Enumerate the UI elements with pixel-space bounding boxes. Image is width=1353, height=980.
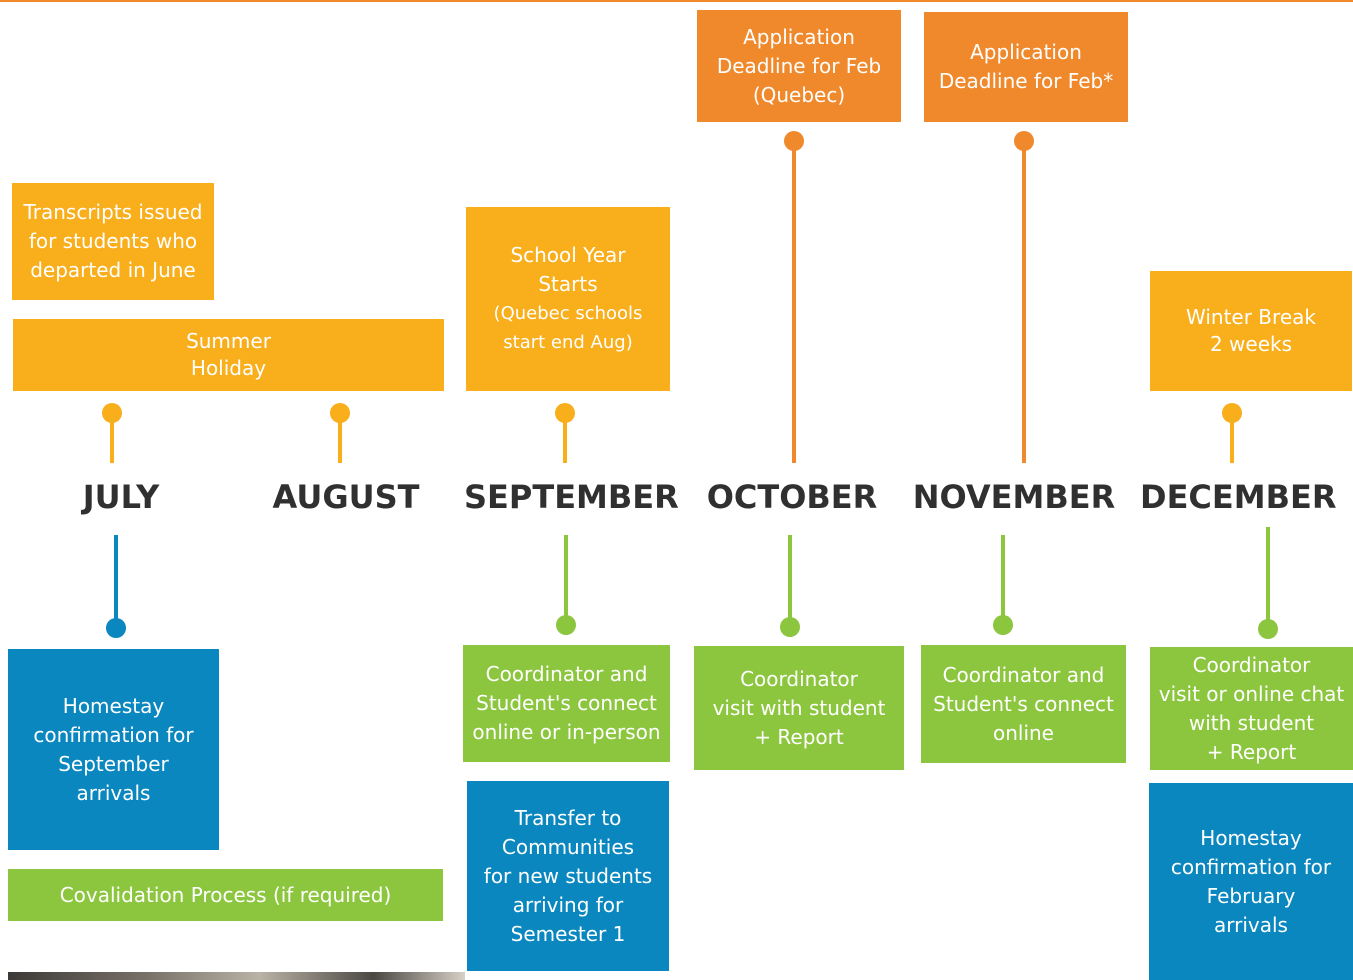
october-visit-text: Coordinator visit with student + Report <box>712 666 886 749</box>
december-homestay-text: Homestay confirmation for February arriv… <box>1170 825 1332 937</box>
month-december: DECEMBER <box>1140 478 1337 516</box>
month-august: AUGUST <box>272 478 420 516</box>
september-connect-text: Coordinator and Student's connect online… <box>472 662 661 744</box>
summer-holiday-box: Summer Holiday <box>13 319 444 391</box>
november-connect-box: Coordinator and Student's connect online <box>921 645 1126 763</box>
october-upper-dot <box>784 131 804 151</box>
winter-break-text: Winter Break 2 weeks <box>1186 305 1316 356</box>
december-homestay-box: Homestay confirmation for February arriv… <box>1149 783 1353 980</box>
november-deadline-box: Application Deadline for Feb* <box>924 12 1128 122</box>
july-upper-dot <box>102 403 122 423</box>
december-upper-dot <box>1222 403 1242 423</box>
december-upper-connector <box>1230 413 1234 463</box>
october-deadline-text: Application Deadline for Feb (Quebec) <box>716 24 882 107</box>
october-visit-box: Coordinator visit with student + Report <box>694 646 904 770</box>
month-july: JULY <box>82 478 160 516</box>
september-lower-connector <box>564 535 568 620</box>
covalidation-text: Covalidation Process (if required) <box>59 882 392 907</box>
july-lower-connector <box>114 535 118 620</box>
month-november: NOVEMBER <box>912 478 1116 516</box>
october-lower-dot <box>780 617 800 637</box>
august-upper-dot <box>330 403 350 423</box>
october-upper-connector <box>792 141 796 463</box>
october-lower-connector <box>788 535 792 620</box>
covalidation-box: Covalidation Process (if required) <box>8 869 443 921</box>
summer-holiday-text: Summer Holiday <box>186 329 271 380</box>
december-visit-box: Coordinator visit or online chat with st… <box>1150 647 1353 770</box>
september-transfer-text: Transfer to Communities for new students… <box>483 805 653 946</box>
school-year-title: School Year Starts <box>510 243 626 296</box>
october-deadline-box: Application Deadline for Feb (Quebec) <box>697 10 901 122</box>
november-connect-text: Coordinator and Student's connect online <box>933 662 1114 745</box>
month-september: SEPTEMBER <box>464 478 679 516</box>
july-homestay-box: Homestay confirmation for September arri… <box>8 649 219 850</box>
november-lower-dot <box>993 615 1013 635</box>
august-upper-connector <box>338 413 342 463</box>
december-lower-dot <box>1258 619 1278 639</box>
bottom-photo-strip <box>8 972 465 980</box>
month-october: OCTOBER <box>706 478 878 516</box>
september-upper-connector <box>563 413 567 463</box>
september-connect-box: Coordinator and Student's connect online… <box>463 645 670 762</box>
top-accent-bar <box>0 0 1353 2</box>
school-year-note: (Quebec schools start end Aug) <box>493 303 643 353</box>
november-upper-dot <box>1014 131 1034 151</box>
winter-break-box: Winter Break 2 weeks <box>1150 271 1352 391</box>
july-homestay-text: Homestay confirmation for September arri… <box>33 693 194 805</box>
september-lower-dot <box>556 615 576 635</box>
transcripts-text: Transcripts issued for students who depa… <box>23 200 203 282</box>
school-year-box: School Year Starts (Quebec schools start… <box>466 207 670 391</box>
september-upper-dot <box>555 403 575 423</box>
transcripts-box: Transcripts issued for students who depa… <box>12 183 214 300</box>
november-deadline-text: Application Deadline for Feb* <box>938 40 1114 93</box>
september-transfer-box: Transfer to Communities for new students… <box>467 781 669 971</box>
december-visit-text: Coordinator visit or online chat with st… <box>1158 652 1345 764</box>
july-lower-dot <box>106 618 126 638</box>
november-lower-connector <box>1001 535 1005 620</box>
july-upper-connector <box>110 413 114 463</box>
november-upper-connector <box>1022 141 1026 463</box>
december-lower-connector <box>1266 527 1270 622</box>
